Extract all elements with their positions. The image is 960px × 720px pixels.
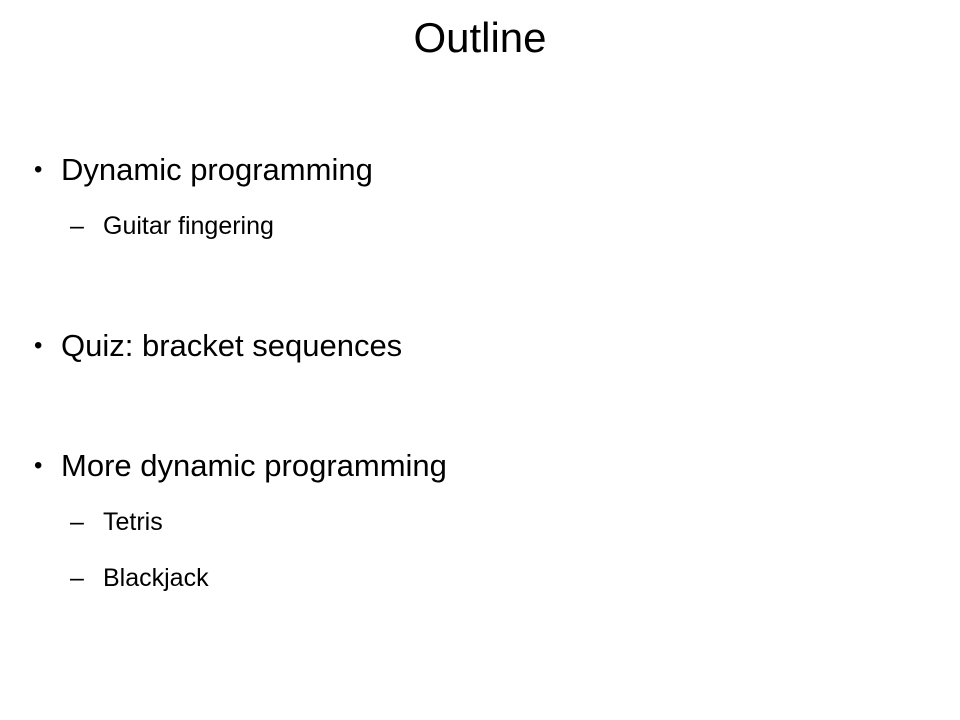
bullet-icon: • [34,332,43,359]
dash-icon: – [70,212,84,240]
dash-icon: – [70,508,84,536]
bullet-text: Quiz: bracket sequences [61,328,403,363]
sub-bullet-text: Guitar fingering [103,212,274,240]
bullet-text: Dynamic programming [61,152,373,187]
dash-icon: – [70,564,84,592]
slide-title: Outline [413,14,547,61]
bullet-icon: • [34,156,43,183]
bullet-icon: • [34,452,43,479]
bullet-text: More dynamic programming [61,448,447,483]
sub-bullet-text: Blackjack [103,564,209,592]
sub-bullet-text: Tetris [103,508,163,536]
